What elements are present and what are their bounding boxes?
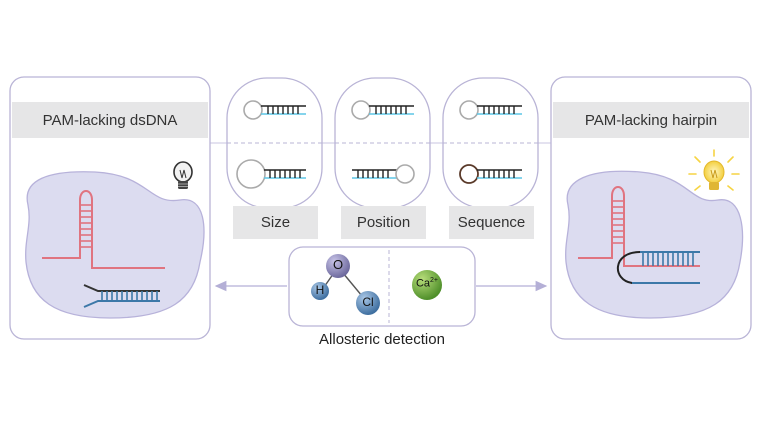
calcium-ion — [412, 270, 442, 300]
left-protein-blob — [25, 171, 205, 319]
right-crrna-hairpin — [578, 186, 700, 267]
hydrogen-label: H — [315, 283, 325, 297]
variation-position-column — [334, 77, 431, 209]
calcium-charge: 2+ — [430, 277, 439, 284]
right-panel-label: PAM-lacking hairpin — [553, 102, 749, 138]
variation-sequence-column — [442, 77, 539, 209]
bulb-on-icon — [688, 149, 740, 191]
sequence-label: Sequence — [449, 206, 534, 239]
oxygen-label: O — [332, 257, 344, 272]
position-label: Position — [341, 206, 426, 239]
chlorine-label: Cl — [362, 295, 374, 309]
chlorine-atom — [356, 291, 380, 315]
size-label: Size — [233, 206, 318, 239]
left-panel-label: PAM-lacking dsDNA — [12, 102, 208, 138]
allosteric-caption: Allosteric detection — [319, 331, 445, 348]
bulb-off-icon — [173, 161, 193, 189]
oxygen-atom — [326, 254, 350, 278]
calcium-symbol: Ca — [415, 277, 431, 290]
left-panel — [9, 76, 211, 340]
right-panel — [550, 76, 752, 340]
right-hairpin-dna — [616, 251, 700, 284]
left-crrna-hairpin — [42, 190, 165, 269]
variation-size-column — [226, 77, 323, 209]
left-dsdna — [83, 284, 160, 308]
allosteric-box — [288, 246, 476, 327]
right-protein-blob — [565, 170, 744, 319]
calcium-label: Ca2+ — [412, 277, 442, 290]
hydrogen-atom — [311, 282, 329, 300]
